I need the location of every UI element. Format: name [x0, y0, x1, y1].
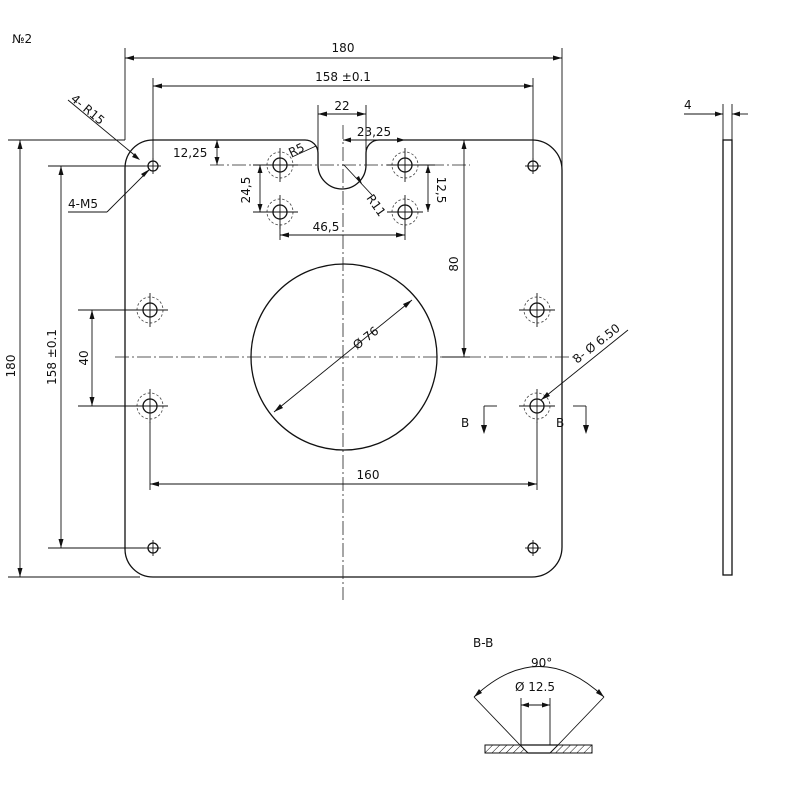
section-marker-right: B	[556, 405, 589, 434]
svg-text:24,5: 24,5	[239, 177, 253, 204]
dim-bottom-pitch: 160	[149, 422, 538, 490]
svg-text:90°: 90°	[531, 656, 552, 670]
dim-slot-offset: 23,25	[343, 125, 405, 143]
svg-text:Ø 76: Ø 76	[350, 324, 381, 353]
dim-overall-height: 180	[4, 139, 140, 578]
sheet-label: №2	[12, 32, 32, 46]
dim-slot-width: 22	[317, 99, 367, 150]
svg-text:40: 40	[77, 350, 91, 365]
svg-text:B: B	[556, 416, 564, 430]
plate-outline	[124, 139, 563, 578]
svg-text:80: 80	[447, 256, 461, 271]
dim-fillet-r11: R11	[343, 164, 389, 219]
dim-hole-spacing-x: 158 ±0.1	[152, 70, 534, 160]
section-b-b: B-B 90° Ø 12.5	[473, 636, 605, 754]
svg-text:8- Ø 6.50: 8- Ø 6.50	[570, 321, 623, 366]
dim-center-height: 80	[442, 140, 470, 358]
svg-text:12,25: 12,25	[173, 146, 207, 160]
dim-fillet-r5: R5	[286, 140, 317, 160]
svg-text:4- R15: 4- R15	[68, 92, 107, 128]
side-view: 4	[684, 98, 748, 576]
dim-thread: 4-M5	[68, 169, 150, 213]
svg-text:B: B	[461, 416, 469, 430]
svg-text:Ø 12.5: Ø 12.5	[515, 680, 555, 694]
dim-hole-spacing-y: 158 ±0.1	[45, 165, 145, 549]
thickness-label: 4	[684, 98, 692, 112]
section-title: B-B	[473, 636, 493, 650]
svg-text:180: 180	[332, 41, 355, 55]
dim-side-pitch: 40	[77, 309, 135, 407]
center-bore	[250, 263, 438, 451]
section-marker-left: B	[461, 405, 497, 434]
m5-corner-holes	[145, 158, 541, 556]
dim-countersink-count: 8- Ø 6.50	[540, 321, 629, 401]
dim-top-offset: 12,25	[173, 139, 235, 165]
svg-text:158 ±0.1: 158 ±0.1	[315, 70, 371, 84]
svg-text:4-M5: 4-M5	[68, 197, 98, 211]
svg-text:22: 22	[334, 99, 349, 113]
svg-text:180: 180	[4, 355, 18, 378]
svg-text:R5: R5	[286, 140, 306, 159]
dim-horizontal-pitch: 46,5	[279, 220, 406, 240]
dim-corner-radius: 4- R15	[67, 92, 140, 160]
dim-center-bore: Ø 76	[273, 299, 413, 413]
dim-vertical-pitch-right: 12,5	[415, 164, 448, 212]
svg-text:12,5: 12,5	[434, 177, 448, 204]
svg-text:160: 160	[357, 468, 380, 482]
svg-text:158 ±0.1: 158 ±0.1	[45, 329, 59, 385]
svg-text:46,5: 46,5	[313, 220, 340, 234]
svg-text:23,25: 23,25	[357, 125, 391, 139]
dim-overall-width: 180	[124, 41, 563, 170]
svg-text:R11: R11	[364, 192, 389, 219]
dim-vertical-pitch: 24,5	[239, 164, 270, 213]
